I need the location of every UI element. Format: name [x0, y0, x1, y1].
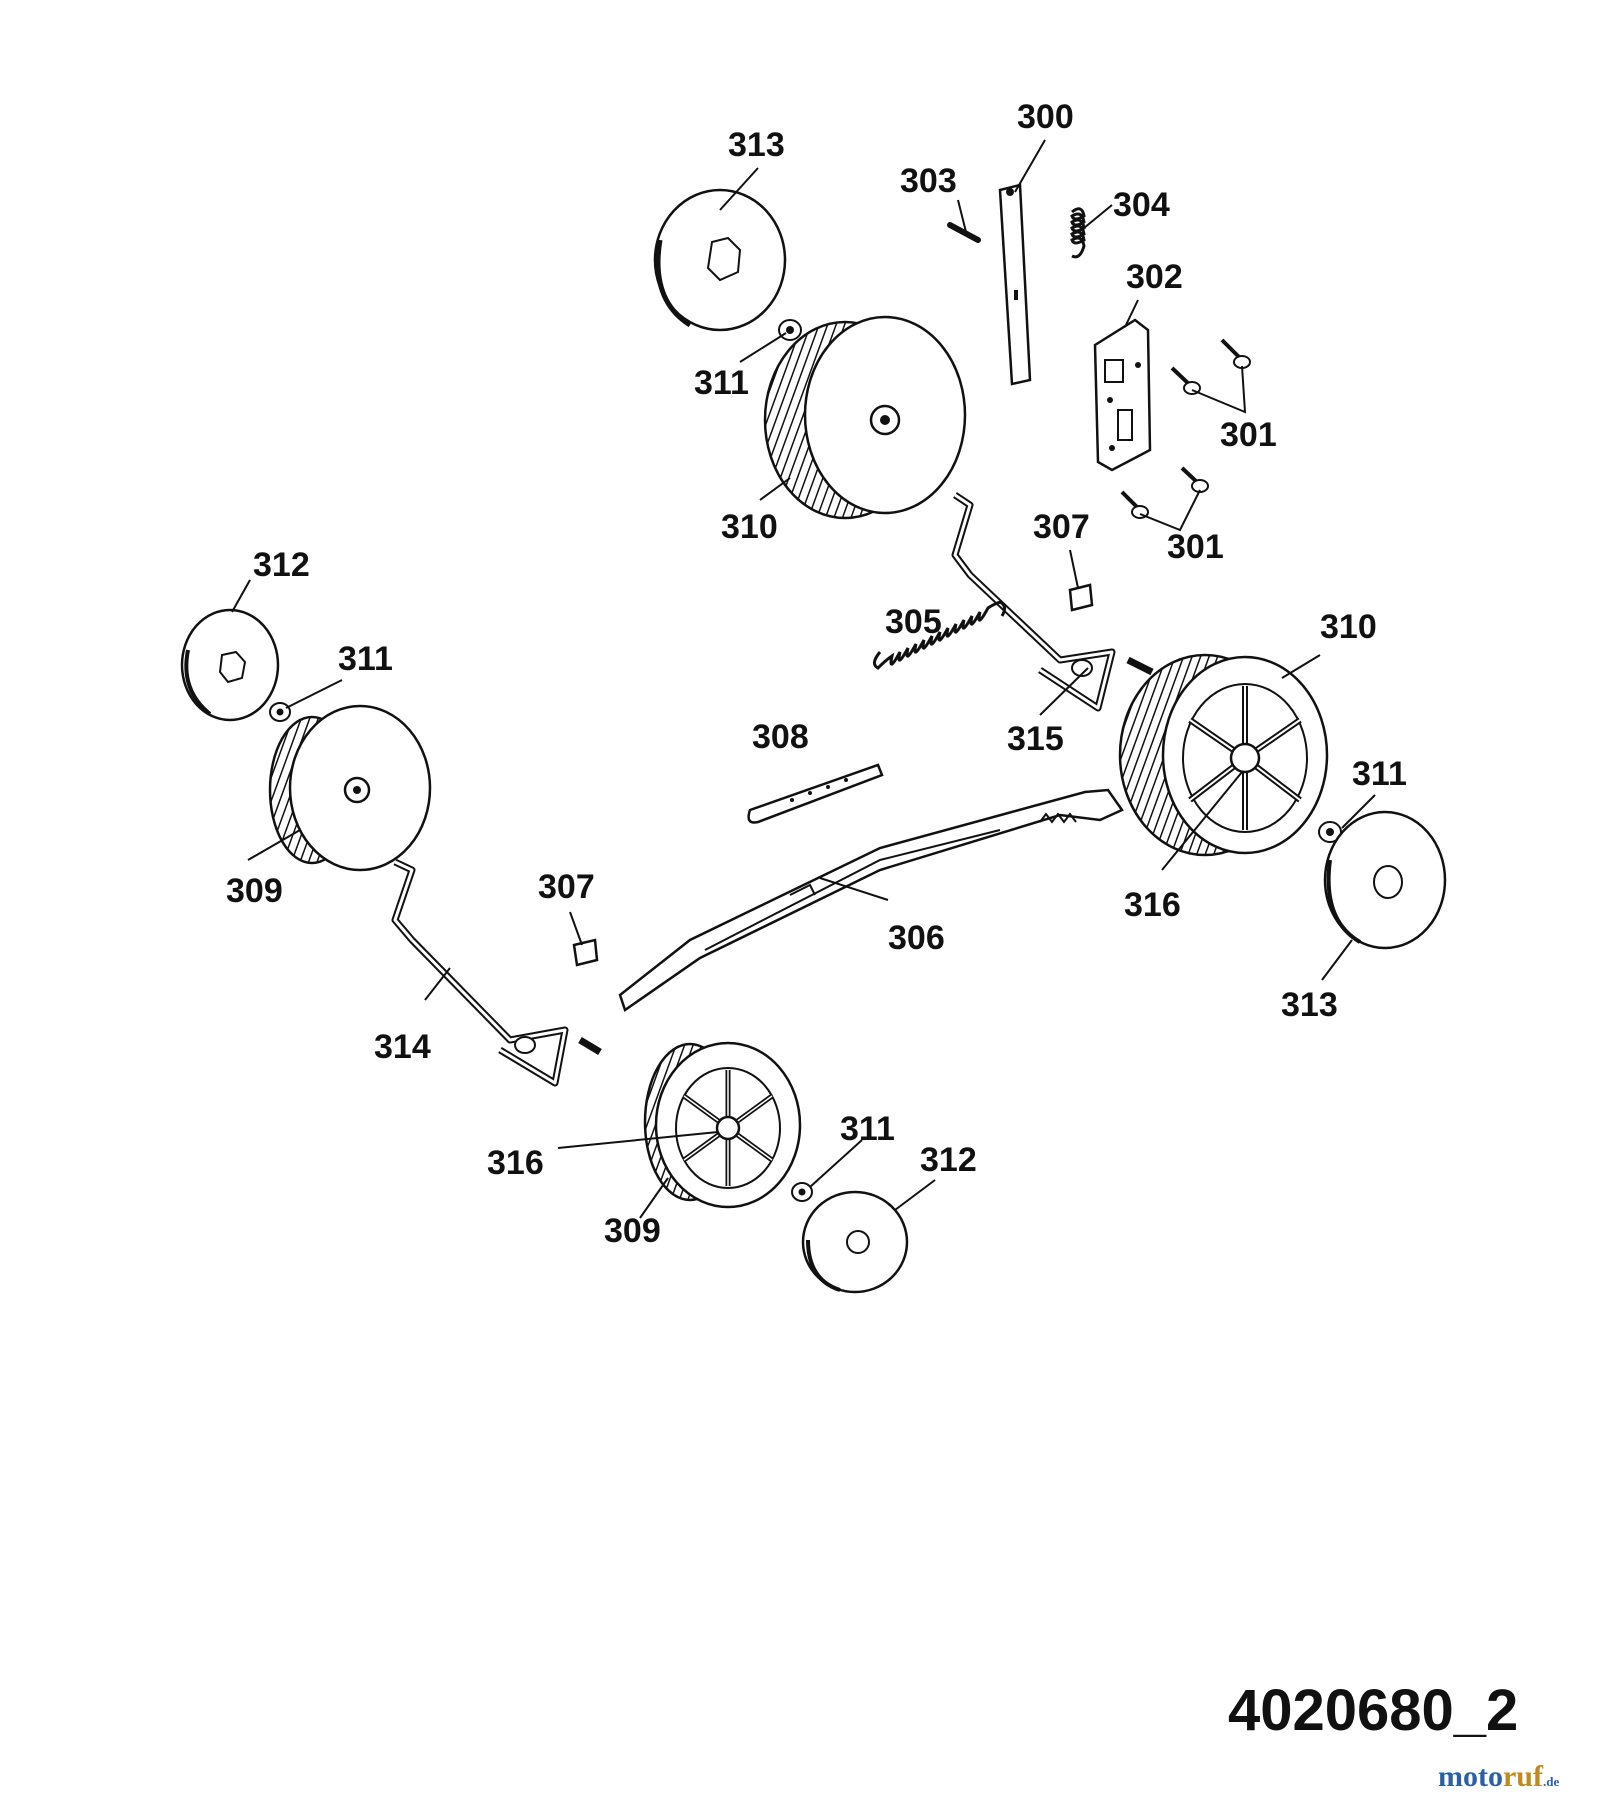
- wheel-310-top: [763, 315, 967, 520]
- callout-307-top[interactable]: 307: [1033, 508, 1090, 546]
- callout-310-right[interactable]: 310: [1320, 608, 1377, 646]
- callout-311-left[interactable]: 311: [338, 640, 393, 678]
- callout-310-top[interactable]: 310: [721, 508, 778, 546]
- pin-303: [947, 222, 981, 243]
- hubcap-313-top: [653, 188, 787, 332]
- watermark-suffix: .de: [1542, 1774, 1560, 1789]
- axle-314: [391, 858, 602, 1087]
- bracket-302: [1093, 318, 1152, 472]
- wheel-309-left: [268, 704, 432, 872]
- callout-306[interactable]: 306: [888, 919, 945, 957]
- spring-305: [873, 600, 1007, 670]
- callout-307-lower[interactable]: 307: [538, 868, 595, 906]
- strip-308: [747, 763, 884, 824]
- callout-302[interactable]: 302: [1126, 258, 1183, 296]
- leader-lines: [231, 139, 1376, 1219]
- lever-bar-300: [998, 183, 1032, 386]
- wheel-309-bottom: [643, 1041, 802, 1209]
- callout-305[interactable]: 305: [885, 603, 942, 641]
- washer-311-right: [1318, 821, 1342, 843]
- callout-313-right[interactable]: 313: [1281, 986, 1338, 1024]
- callout-311-right[interactable]: 311: [1352, 755, 1407, 793]
- callout-316-bottom[interactable]: 316: [487, 1144, 544, 1182]
- callout-309-bottom[interactable]: 309: [604, 1212, 661, 1250]
- callout-311-bottom[interactable]: 311: [840, 1110, 895, 1148]
- axle-315: [951, 492, 1154, 712]
- callout-314[interactable]: 314: [374, 1028, 431, 1066]
- lever-306: [618, 788, 1124, 1012]
- callout-312-left[interactable]: 312: [253, 546, 310, 584]
- hubcap-313-right: [1323, 810, 1447, 950]
- callout-316-right[interactable]: 316: [1124, 886, 1181, 924]
- spring-304: [1070, 207, 1086, 259]
- clip-307-lower: [572, 938, 599, 967]
- washer-311-left: [269, 702, 291, 722]
- hubcap-312-left: [180, 608, 280, 722]
- drawing-number: 4020680_2: [1228, 1678, 1519, 1743]
- callout-300[interactable]: 300: [1017, 98, 1074, 136]
- wheel-310-right: [1118, 653, 1329, 857]
- callout-303[interactable]: 303: [900, 162, 957, 200]
- callout-304[interactable]: 304: [1113, 186, 1170, 224]
- hubcap-312-bottom: [801, 1190, 909, 1294]
- watermark-logo: motoruf.de: [1438, 1762, 1559, 1792]
- callout-301-upper[interactable]: 301: [1220, 416, 1277, 454]
- callout-313-top[interactable]: 313: [728, 126, 785, 164]
- callout-311-top[interactable]: 311: [694, 364, 749, 402]
- callout-315[interactable]: 315: [1007, 720, 1064, 758]
- washer-311-bottom: [791, 1182, 813, 1202]
- washer-311-top: [778, 319, 802, 341]
- callout-308[interactable]: 308: [752, 718, 809, 756]
- callout-309-left[interactable]: 309: [226, 872, 283, 910]
- callout-301-lower[interactable]: 301: [1167, 528, 1224, 566]
- watermark-part2: ruf: [1502, 1760, 1543, 1793]
- callout-312-bottom[interactable]: 312: [920, 1141, 977, 1179]
- clip-307-top: [1068, 583, 1094, 612]
- watermark-part1: moto: [1438, 1760, 1503, 1793]
